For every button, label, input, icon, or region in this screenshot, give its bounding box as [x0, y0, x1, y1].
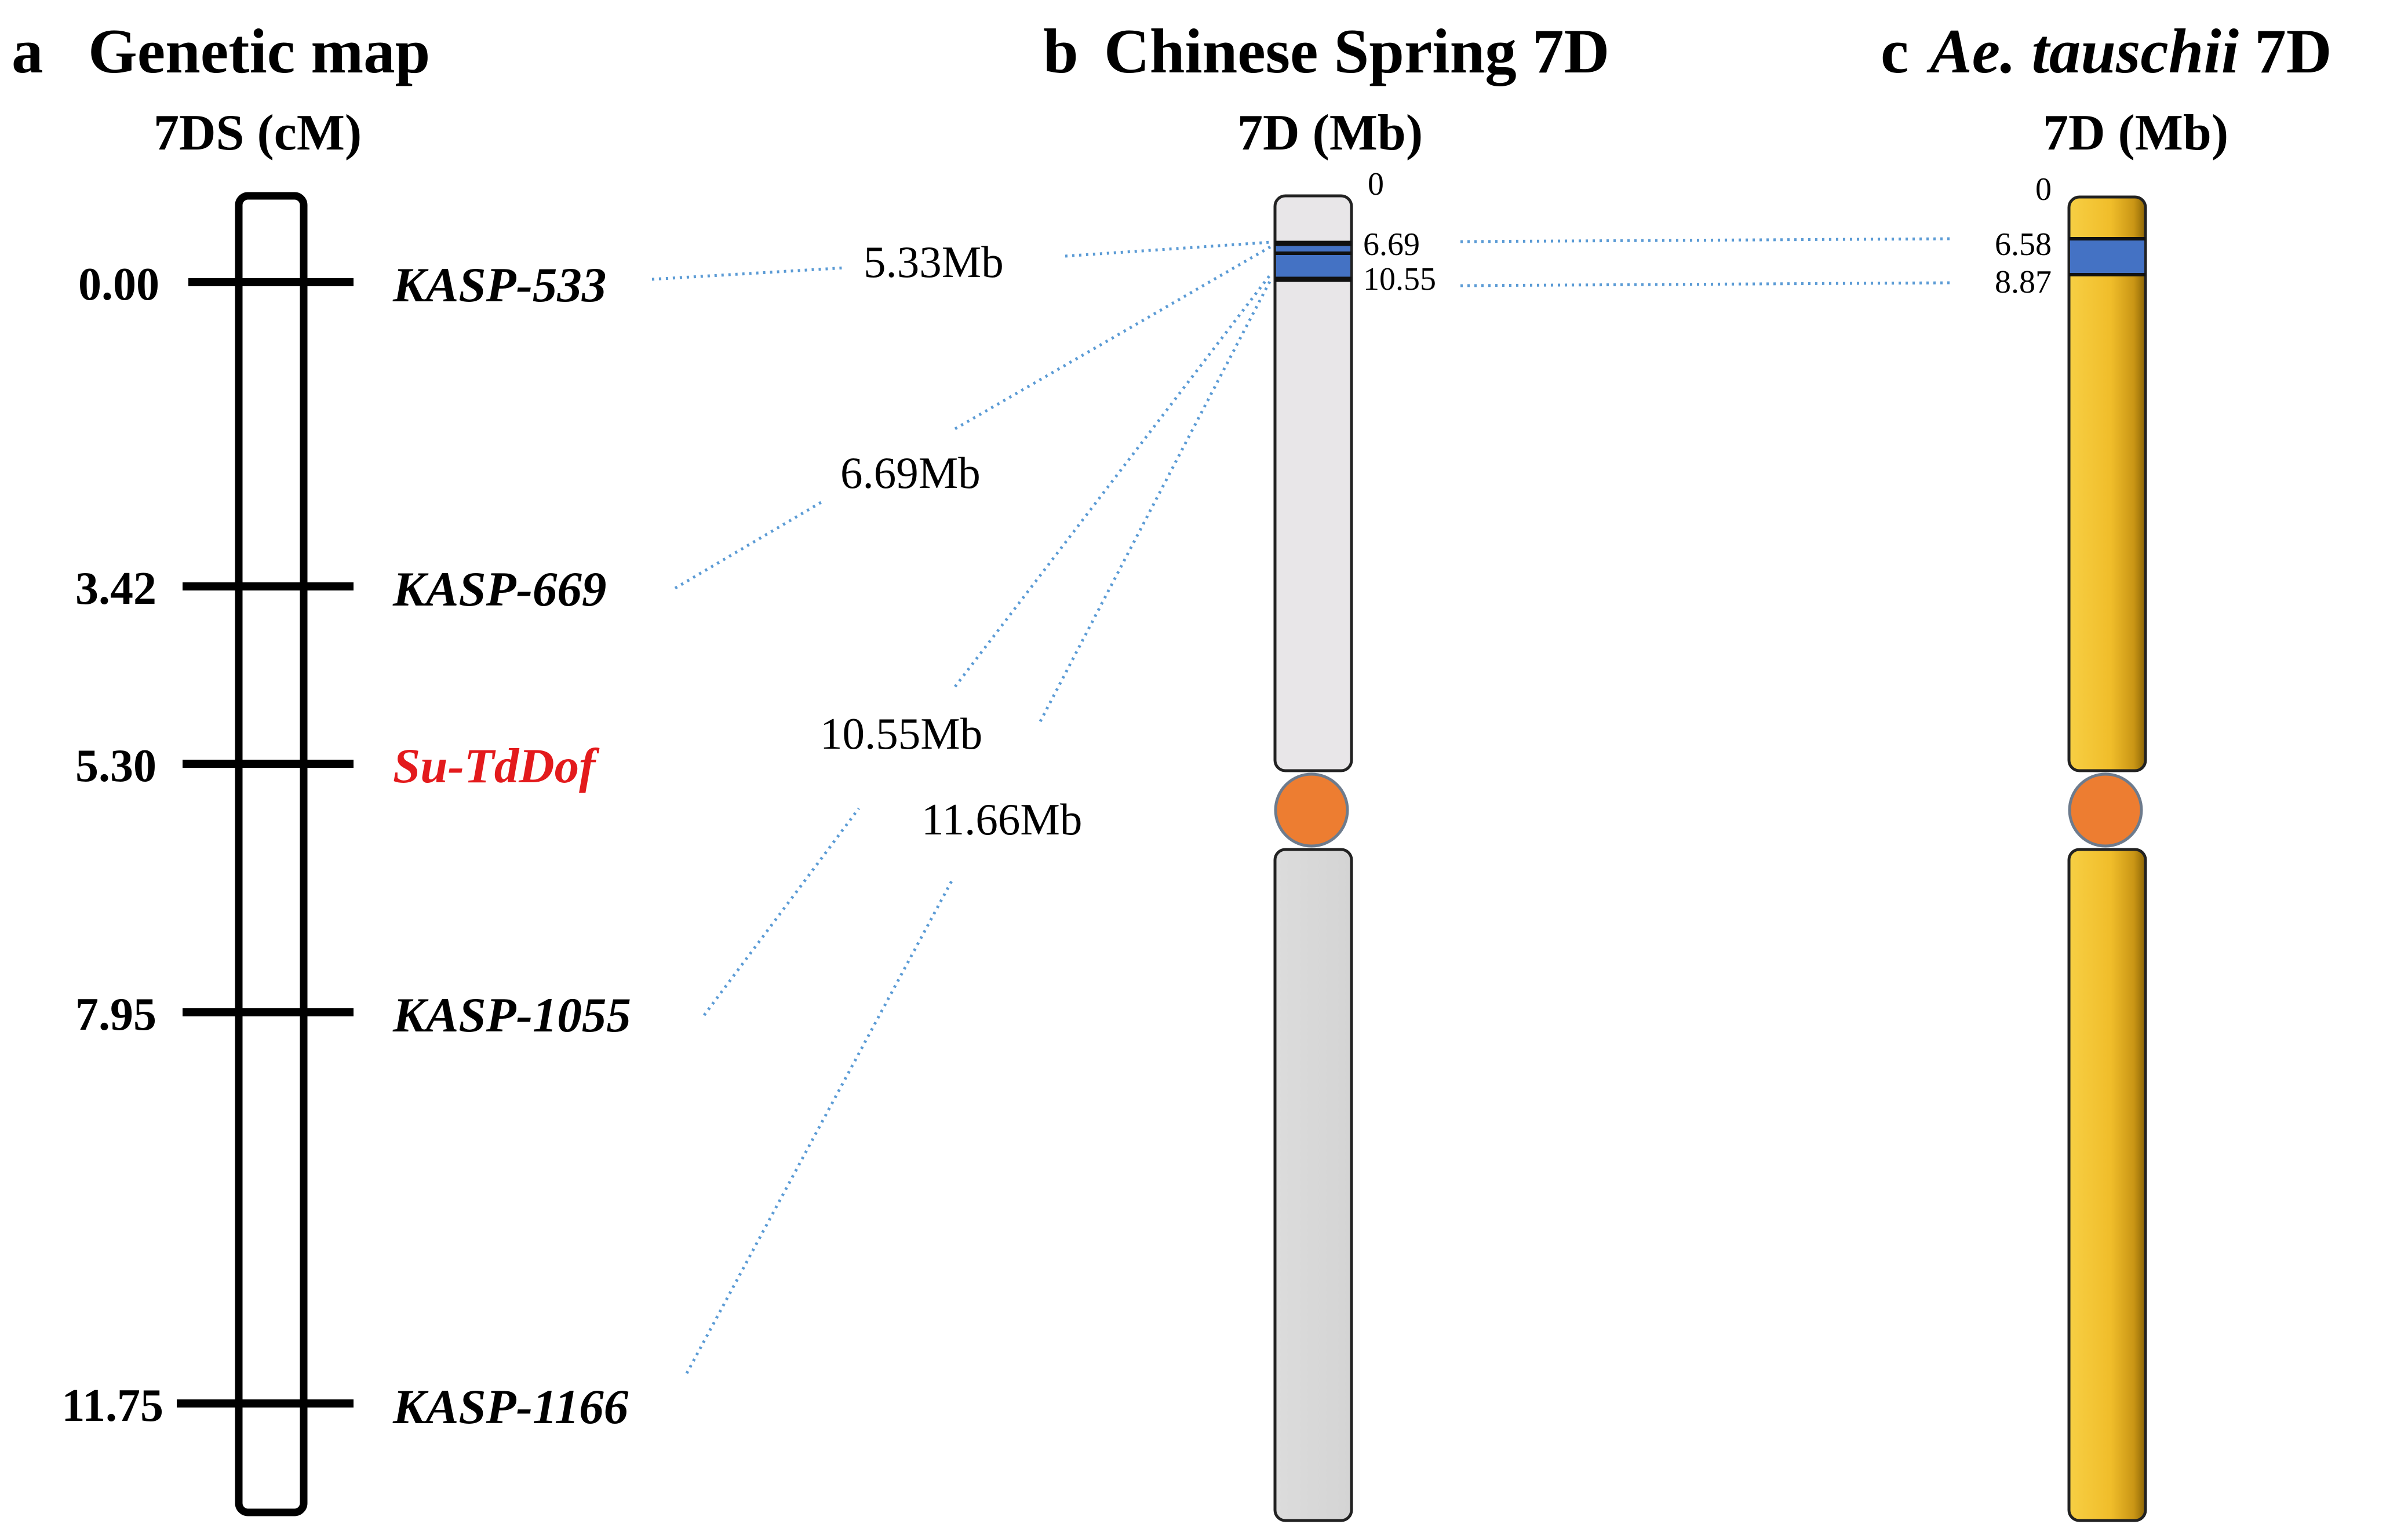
link-line [954, 245, 1272, 431]
marker-position: 11.75 [61, 1380, 163, 1431]
cs-long-arm [1273, 848, 1353, 1522]
link-line [674, 499, 824, 590]
marker-name: KASP-669 [392, 562, 606, 617]
marker-position: 5.30 [75, 741, 156, 792]
link-line [702, 807, 861, 1016]
link-line [1460, 281, 1952, 287]
marker-name: KASP-1166 [392, 1380, 629, 1434]
cs-position-tick: 0 [1368, 166, 1384, 202]
tauschii-short-arm [2067, 195, 2147, 772]
panel-b: b Chinese Spring 7D 7D (Mb) 0 6.69 10.55 [1043, 16, 1609, 1522]
cs-short-arm [1273, 194, 1353, 772]
cs-position-tick: 6.69 [1363, 227, 1420, 262]
panel-c-title: Ae. tauschii 7D [1926, 16, 2332, 86]
panel-a: a Genetic map 7DS (cM) 0.00 3.42 5.30 7.… [12, 16, 631, 1516]
tauschii-interval-band [2070, 239, 2144, 275]
tauschii-position-tick: 6.58 [1995, 227, 2052, 262]
panel-c-title-italic: Ae. tauschii [1926, 16, 2239, 86]
tauschii-position-tick: 8.87 [1995, 264, 2052, 300]
highlighted-marker-name: Su-TdDof [393, 739, 600, 793]
marker-position: 3.42 [75, 563, 156, 614]
cs-interval-band [1276, 243, 1350, 279]
panel-c-letter: c [1881, 16, 1908, 86]
link-lines: 5.33Mb 6.69Mb 10.55Mb 11.66Mb [651, 237, 1952, 1374]
marker-name: KASP-533 [392, 258, 606, 312]
link-line [954, 274, 1272, 688]
panel-a-letter: a [12, 16, 43, 86]
link-line [1065, 240, 1271, 258]
panel-c-title-rest: 7D [2239, 16, 2332, 86]
panel-a-title: Genetic map [88, 16, 430, 86]
panel-b-letter: b [1043, 16, 1079, 86]
link-position-label: 5.33Mb [864, 237, 1004, 287]
link-line [685, 877, 955, 1374]
cs-position-tick: 10.55 [1363, 261, 1436, 297]
panel-b-subtitle: 7D (Mb) [1237, 105, 1423, 161]
link-line [1039, 279, 1272, 723]
link-position-label: 10.55Mb [820, 709, 982, 759]
tauschii-long-arm [2067, 848, 2147, 1522]
linkage-group-bar [235, 192, 308, 1516]
marker-name: KASP-1055 [392, 988, 631, 1042]
marker-position: 7.95 [75, 989, 156, 1040]
link-line [651, 266, 847, 281]
panel-b-title: Chinese Spring 7D [1104, 16, 1609, 86]
link-line [1460, 237, 1952, 243]
panel-a-subtitle: 7DS (cM) [154, 105, 362, 161]
cs-centromere [1274, 772, 1349, 848]
tauschii-position-tick: 0 [2035, 172, 2052, 207]
marker-position: 0.00 [78, 259, 159, 310]
link-position-label: 6.69Mb [840, 448, 981, 498]
panel-c: c Ae. tauschii 7D 7D (Mb) 0 6.58 8.87 [1881, 16, 2332, 1522]
panel-c-subtitle: 7D (Mb) [2043, 105, 2228, 161]
link-position-label: 11.66Mb [921, 794, 1082, 844]
tauschii-centromere [2068, 772, 2143, 848]
